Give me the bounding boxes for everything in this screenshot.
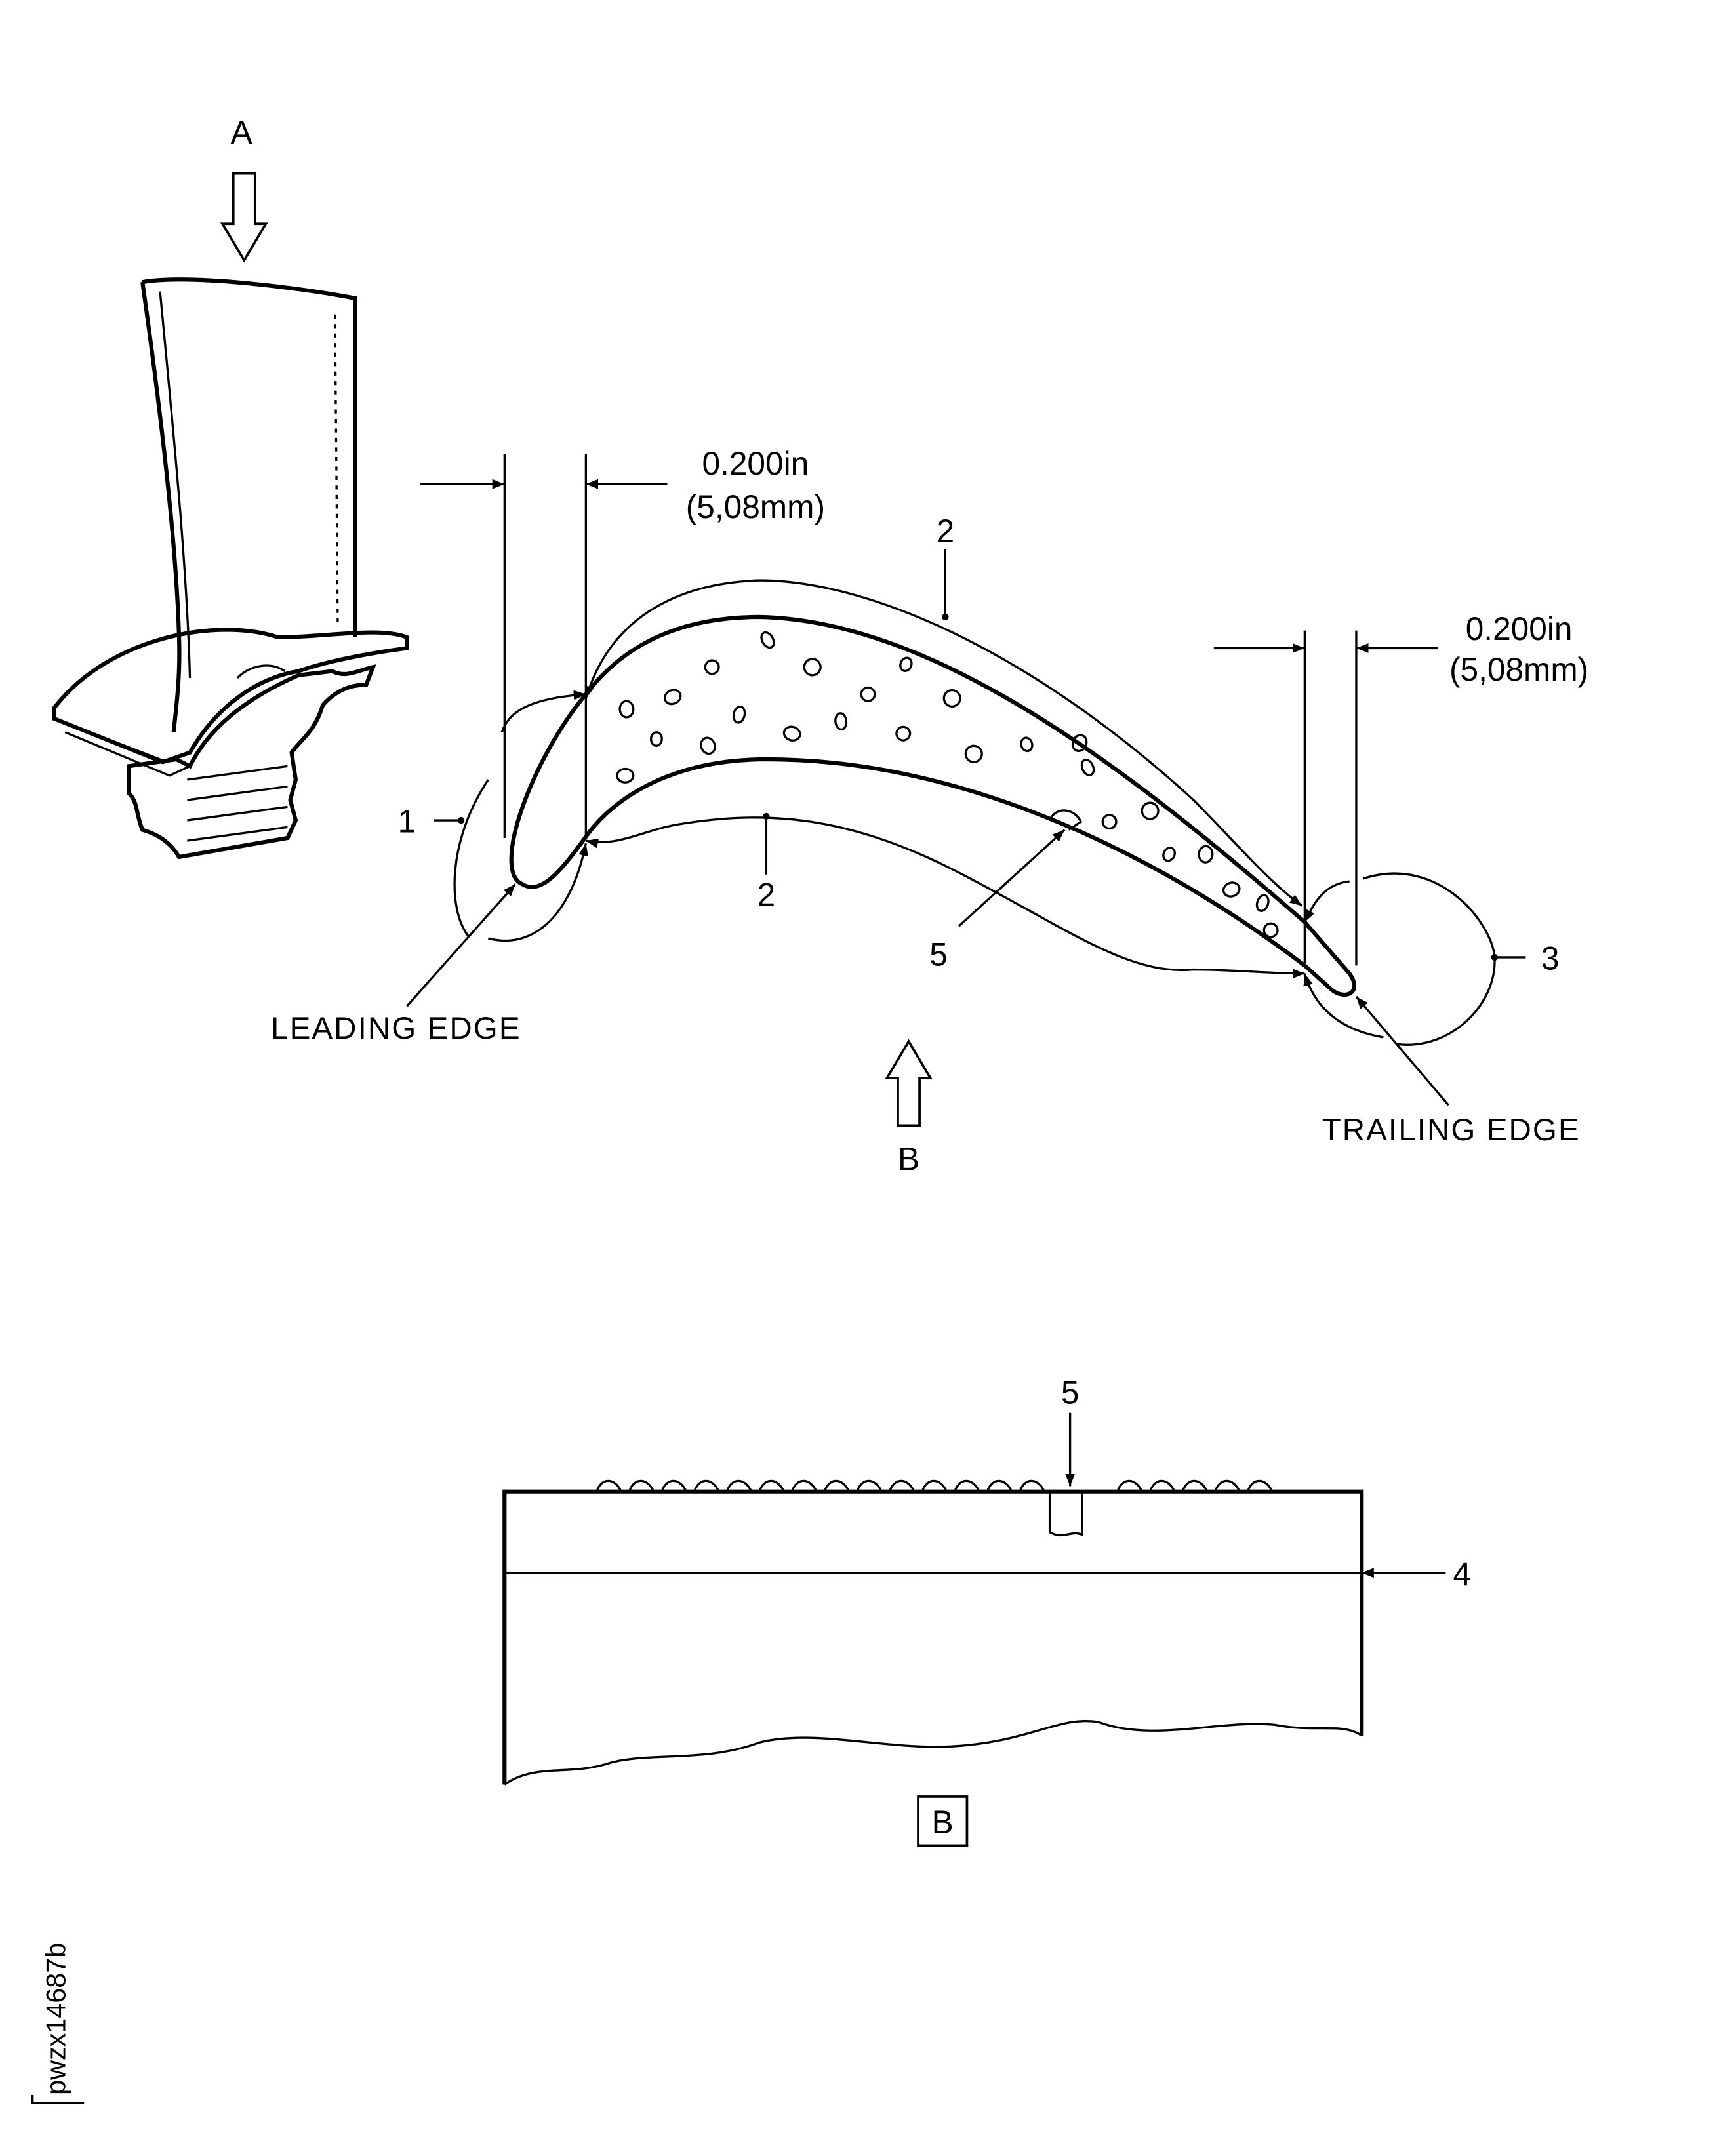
erosion-pit (616, 767, 635, 784)
callout-3: 3 (1541, 940, 1560, 977)
erosion-pit (1262, 922, 1279, 938)
erosion-pit (664, 689, 682, 706)
erosion-pit (700, 736, 716, 755)
surface-deposit (758, 1479, 785, 1492)
surface-deposit (660, 1479, 687, 1492)
surface-deposit (693, 1479, 720, 1492)
erosion-pit (899, 656, 913, 673)
callout-2-upper: 2 (937, 513, 955, 549)
erosion-pit (1141, 801, 1160, 820)
surface-deposit (954, 1479, 980, 1492)
surface-deposit (1214, 1479, 1241, 1492)
erosion-pit (760, 631, 775, 649)
trailing-edge-dimension: 0.200in (5,08mm) (1213, 610, 1588, 966)
callout-1: 1 (398, 803, 416, 840)
erosion-pit (942, 689, 961, 708)
erosion-pit (860, 686, 876, 702)
erosion-pit (1198, 845, 1214, 864)
surface-deposit (889, 1479, 916, 1492)
erosion-pit (895, 725, 912, 742)
view-b-section (502, 1479, 1364, 1786)
figure-id-text: pwzx14687b (41, 1943, 71, 2095)
erosion-pit (1080, 758, 1095, 776)
surface-deposit (1116, 1479, 1143, 1492)
view-b-arrow-icon (885, 1039, 933, 1127)
erosion-pit (782, 725, 801, 742)
erosion-pit (618, 700, 635, 719)
erosion-pit (1020, 736, 1034, 753)
erosion-pit (1162, 847, 1176, 862)
view-b-box-label: B (932, 1804, 954, 1841)
surface-deposits (595, 1479, 1274, 1492)
leading-edge-dimension: 0.200in (5,08mm) (420, 445, 825, 838)
surface-deposit (823, 1479, 851, 1492)
surface-deposit (595, 1479, 622, 1492)
zone-2-lower-arc (586, 816, 1305, 979)
surface-deposit (628, 1479, 655, 1492)
leading-dim-inch: 0.200in (702, 445, 809, 482)
surface-deposit (1019, 1479, 1045, 1492)
blade-isometric-illustration (52, 277, 409, 860)
erosion-pit (732, 705, 746, 724)
view-a-arrow-icon (220, 172, 268, 263)
callout-4: 4 (1453, 1555, 1471, 1592)
view-a-label: A (231, 114, 252, 151)
zone-2-upper-arc (584, 579, 1303, 907)
view-b-defect-pit (1048, 1491, 1083, 1537)
trailing-dim-inch: 0.200in (1466, 610, 1573, 647)
trailing-dim-mm: (5,08mm) (1449, 651, 1588, 688)
erosion-pit (649, 731, 663, 747)
erosion-pit (704, 659, 720, 675)
callout-5-view-b: 5 (1061, 1374, 1080, 1410)
surface-deposit (921, 1479, 948, 1492)
callout-5-section: 5 (929, 936, 948, 972)
erosion-pit (964, 744, 983, 763)
callout-2-lower: 2 (757, 876, 776, 913)
surface-deposit (791, 1479, 818, 1492)
figure-id: pwzx14687b (31, 1943, 85, 2104)
surface-deposit (725, 1479, 753, 1492)
view-b-label: B (898, 1141, 919, 1178)
surface-deposit (856, 1479, 883, 1492)
erosion-pit (834, 712, 848, 731)
erosion-pit (803, 658, 822, 677)
erosion-pit (1255, 894, 1270, 912)
surface-deposit (1246, 1479, 1274, 1492)
erosion-pit (1101, 814, 1118, 830)
trailing-edge-label: TRAILING EDGE (1322, 1113, 1581, 1148)
erosion-pit (1222, 881, 1241, 898)
view-b-box (917, 1795, 969, 1847)
leading-dim-mm: (5,08mm) (686, 489, 825, 525)
leading-edge-label: LEADING EDGE (271, 1011, 521, 1046)
surface-deposit (1181, 1479, 1208, 1492)
surface-deposit (986, 1479, 1013, 1492)
surface-deposit (1149, 1479, 1176, 1492)
